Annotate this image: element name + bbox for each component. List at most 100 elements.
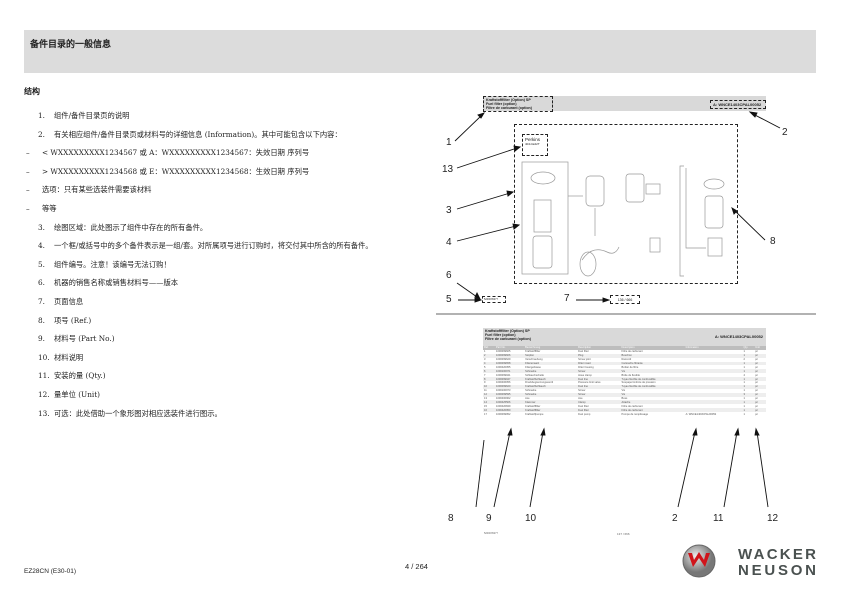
- table-cell: Kraftstofffilter: [525, 404, 541, 408]
- table-cell: pc: [755, 381, 758, 385]
- table-cell: 16: [483, 408, 495, 413]
- title-line: Fuel filter (option): [486, 102, 517, 107]
- callout-2: 2: [782, 127, 788, 138]
- figure-title-box: Kraftstofffilter (Option) SP Fuel filter…: [483, 96, 553, 112]
- assembly-number-box: 5200035277: [482, 296, 506, 303]
- item-number: 12.: [38, 389, 50, 399]
- table-cell: Vis: [620, 369, 685, 374]
- table-cell: Screw: [577, 369, 621, 374]
- table-cell: Boîtier de filtre: [621, 365, 639, 369]
- table-cell: 3: [742, 392, 755, 397]
- table-cell: 1000100971: [495, 369, 525, 374]
- callout-5: 5: [446, 294, 452, 305]
- table-cell: 12: [483, 392, 495, 397]
- callout-11: 11: [713, 513, 724, 524]
- item-text: > WXXXXXXXXX1234568 或 E：WXXXXXXXXX123456…: [42, 166, 310, 176]
- table-row: 7 1000099941 Schlauchschelle Hose clamp Brid…: [483, 373, 766, 377]
- table-cell: 1: [743, 397, 745, 401]
- table-cell: Bride de flexible: [621, 373, 641, 377]
- list-item: 8.项号 (Ref.): [38, 316, 413, 326]
- table-cell: Fuel filter: [577, 408, 621, 413]
- callout-1: 1: [446, 137, 452, 148]
- drawing-area: [514, 124, 738, 284]
- table-cell: pc: [754, 392, 766, 397]
- table-cell: Filtergehäuse: [525, 365, 541, 369]
- table-cell: pc: [754, 377, 766, 382]
- title-line: Filtre de carburant (option): [485, 337, 531, 342]
- table-cell: 7: [484, 373, 486, 377]
- list-item: 11.安装的量 (Qty.): [38, 371, 413, 381]
- list-item: 3. 绘图区域：此处图示了组件中存在的所有备件。: [38, 223, 413, 233]
- table-cell: 1000420849: [496, 404, 511, 408]
- item-number: 2.: [38, 129, 45, 139]
- table-cell: Schlauchschelle: [525, 373, 544, 377]
- table-cell: 1000099658: [495, 361, 525, 366]
- item-text: 有关相应组件/备件目录页或材料号的详细信息 (Information)。其中可能…: [54, 129, 342, 139]
- table-cell: Kraftstoffpumpe: [525, 412, 544, 416]
- table-cell: 1000099595: [495, 392, 525, 397]
- table-cell: Stopfen: [524, 353, 578, 358]
- list-item: –等等: [26, 204, 413, 214]
- table-cell: pc: [754, 408, 766, 413]
- table-cell: Fuel filter: [578, 350, 589, 354]
- item-number: 4.: [38, 241, 45, 251]
- table-cell: Kraftstoffschlauch: [524, 377, 578, 382]
- title-line: Filtre de carburant (option): [486, 106, 532, 111]
- column-header: Description: [577, 346, 621, 350]
- table-footer-code: 5200035277: [484, 532, 498, 535]
- table-title-bar: Kraftstofffilter (Option) SP Fuel filter…: [483, 328, 766, 346]
- table-cell: 2: [743, 358, 745, 362]
- table-cell: 1000099947: [495, 377, 525, 382]
- table-cell: [684, 369, 743, 374]
- table-cell: Screw: [578, 389, 586, 393]
- item-number: 1.: [38, 111, 45, 120]
- table-cell: 8: [483, 377, 495, 382]
- item-number: 3.: [38, 222, 45, 232]
- table-cell: Axe: [525, 397, 530, 401]
- table-cell: 1: [484, 350, 486, 354]
- table-cell: Hose clamp: [578, 373, 592, 377]
- item-text: < WXXXXXXXXX1234567 或 A：WXXXXXXXXX123456…: [42, 148, 310, 158]
- item-number: 11.: [38, 371, 50, 381]
- table-cell: pc: [754, 384, 766, 389]
- table-cell: [684, 377, 743, 382]
- table-cell: Fuel pump: [578, 412, 591, 416]
- table-cell: Clamp: [577, 400, 621, 405]
- table-cell: 1000099941: [496, 373, 511, 377]
- page-title: 备件目录的一般信息: [30, 40, 112, 50]
- item-number: 9.: [38, 334, 45, 344]
- list-item: 9.材料号 (Part No.): [38, 334, 413, 344]
- table-cell: Soupape limitrice de pression: [621, 381, 656, 385]
- table-cell: 4: [743, 373, 745, 377]
- table-cell: Vis: [621, 389, 626, 393]
- table-cell: pc: [754, 361, 766, 366]
- callout-13: 13: [442, 164, 454, 175]
- table-cell: Tuyau flexible de combustible: [620, 384, 685, 389]
- item-number: 10.: [38, 352, 50, 362]
- table-cell: [684, 392, 743, 397]
- table-cell: [684, 400, 743, 405]
- column-header: Description: [620, 346, 685, 350]
- column-header: Qty.: [742, 346, 755, 350]
- table-cell: 1: [742, 361, 755, 366]
- table-cell: Fuel line: [577, 377, 621, 382]
- table-cell: Raccord: [621, 358, 632, 362]
- table-cell: Schraube: [525, 389, 537, 393]
- list-item: 10.材料说明: [38, 353, 413, 363]
- page-number: 4 / 264: [405, 562, 428, 571]
- item-text: 绘图区域：此处图示了组件中存在的所有备件。: [54, 222, 208, 232]
- column-header: Bezeichnung: [524, 346, 578, 350]
- list-item: –> WXXXXXXXXX1234568 或 E：WXXXXXXXXX12345…: [26, 167, 413, 177]
- table-cell: 14: [483, 400, 495, 405]
- table-serial: A: WNCE1403CPAL00052: [714, 334, 763, 339]
- table-cell: Bouchon: [620, 353, 685, 358]
- table-cell: Kraftstofffilter: [525, 350, 541, 354]
